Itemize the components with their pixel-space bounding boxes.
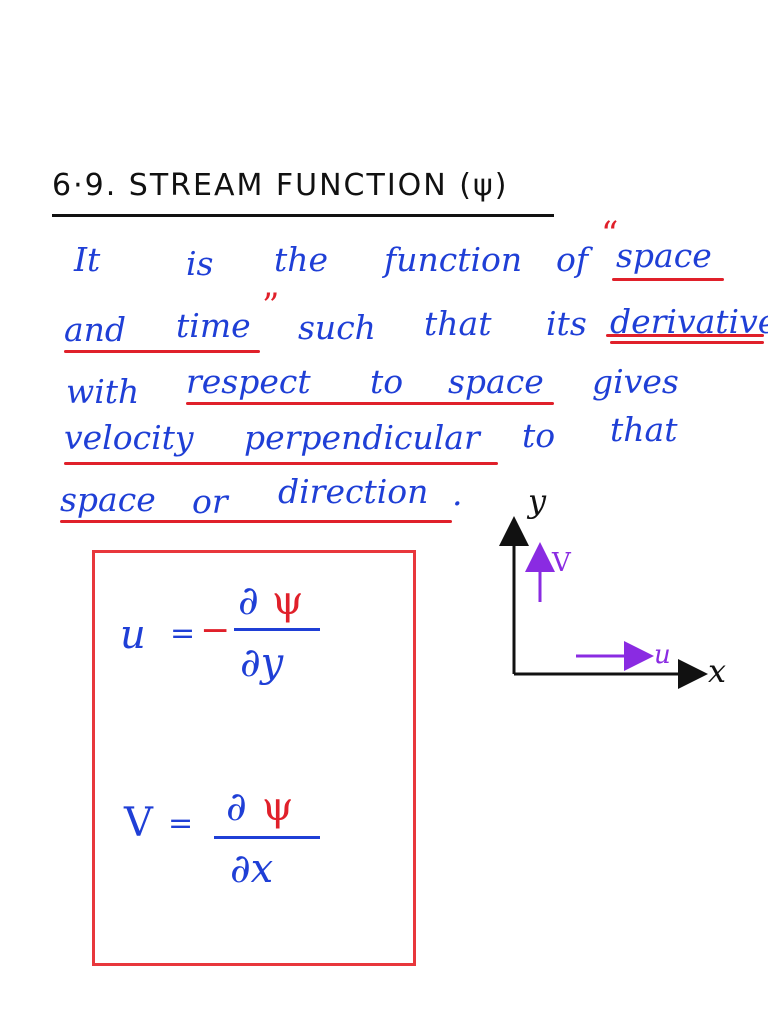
def-word-highlight: respect xyxy=(186,362,311,401)
def-word-highlight: space xyxy=(616,236,712,275)
partial-symbol: ∂ xyxy=(226,784,247,830)
underline-space xyxy=(612,278,724,281)
def-word-highlight: velocity xyxy=(64,418,194,457)
axes-sketch xyxy=(499,516,708,689)
v-symbol: V xyxy=(124,800,153,846)
x-axis-label: x xyxy=(708,652,727,690)
underline-derivative-2 xyxy=(610,341,764,344)
def-word-highlight: time xyxy=(176,306,251,345)
page-title: 6·9. STREAM FUNCTION (ψ) xyxy=(52,168,509,203)
underline-velocity-perpendicular xyxy=(64,462,498,465)
formula-box xyxy=(92,550,416,966)
def-word: function xyxy=(384,240,523,279)
fraction-bar xyxy=(214,836,320,839)
underline-derivative-1 xyxy=(606,334,764,337)
u-symbol: u xyxy=(120,612,146,658)
y-axis-label: y xyxy=(528,482,547,520)
def-word-highlight: to xyxy=(370,362,404,401)
denominator-dy: ∂y xyxy=(240,640,284,686)
def-word: the xyxy=(274,240,329,279)
underline-space-or-direction xyxy=(60,520,452,523)
def-word: It xyxy=(74,240,101,279)
def-word: with xyxy=(66,372,140,411)
title-underline xyxy=(52,214,554,217)
minus-sign: − xyxy=(200,610,231,651)
equals-sign: = xyxy=(168,806,194,841)
u-label: u xyxy=(654,640,671,670)
def-word-highlight: or xyxy=(192,482,228,521)
def-period: . xyxy=(452,474,463,513)
equals-sign: = xyxy=(170,616,196,651)
partial-symbol: ∂ xyxy=(238,578,259,624)
def-word: that xyxy=(424,304,492,343)
fraction-bar xyxy=(234,628,320,631)
def-word: of xyxy=(556,240,589,279)
def-word-highlight: space xyxy=(448,362,544,401)
open-quote: “ xyxy=(601,214,619,254)
def-word: that xyxy=(610,410,678,449)
def-word: is xyxy=(186,244,214,283)
v-label: V xyxy=(552,548,571,578)
def-word: such xyxy=(298,308,376,347)
psi-symbol: ψ xyxy=(272,578,304,624)
close-quote: ” xyxy=(262,286,280,326)
psi-symbol: ψ xyxy=(262,784,294,830)
def-word: gives xyxy=(592,362,679,401)
def-word-highlight: space xyxy=(60,480,156,519)
def-word-highlight: direction xyxy=(278,472,429,511)
def-word-highlight: perpendicular xyxy=(244,418,480,457)
underline-and-time xyxy=(64,350,260,353)
underline-respect-to-space xyxy=(186,402,554,405)
def-word: to xyxy=(522,416,556,455)
def-word: its xyxy=(546,304,587,343)
denominator-dx: ∂x xyxy=(230,846,274,892)
def-word-highlight: and xyxy=(64,310,127,349)
